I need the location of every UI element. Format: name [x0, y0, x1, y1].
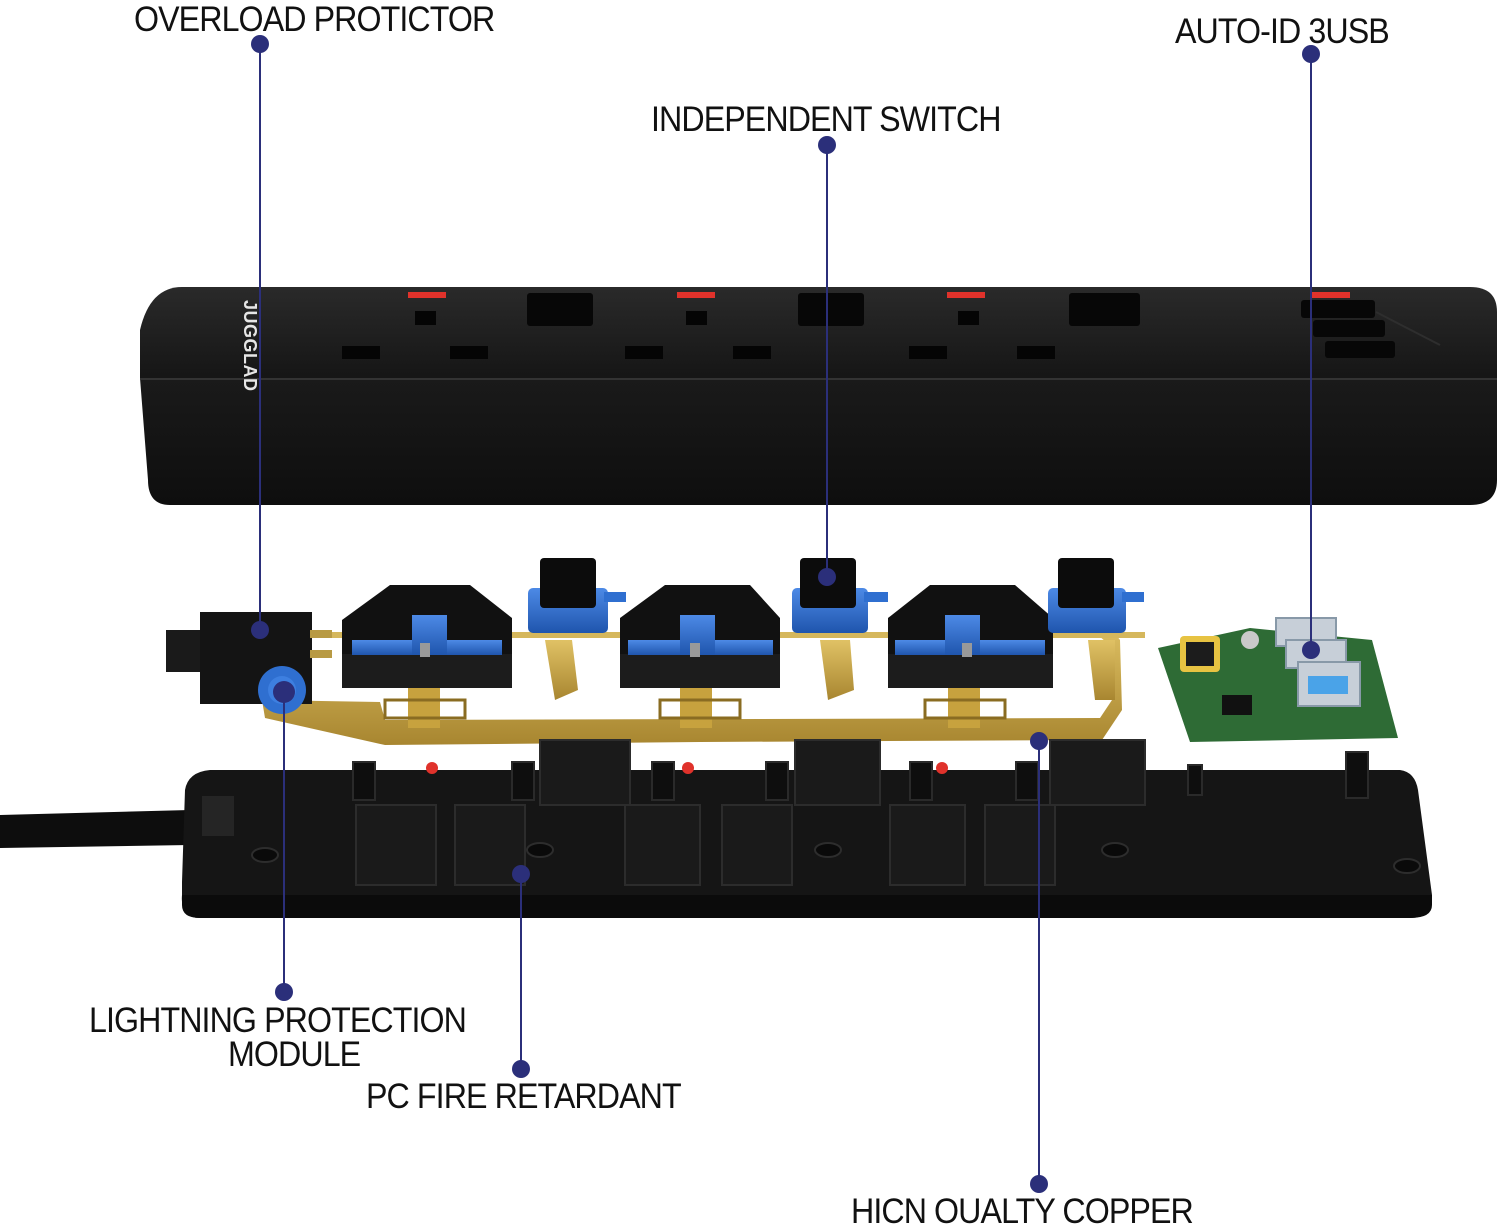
label-independent-switch: INDEPENDENT SWITCH [651, 100, 1002, 139]
leader-dots [251, 35, 1320, 1193]
leader-lines [259, 44, 1312, 1184]
label-auto-id-usb: AUTO-ID 3USB [1175, 12, 1390, 51]
power-cord [0, 810, 190, 848]
switch-button [798, 293, 864, 326]
label-overload-protector: OVERLOAD PROTICTOR [134, 0, 495, 39]
bottom-base [0, 739, 1433, 918]
label-copper: HICN OUALTY COPPER [851, 1192, 1194, 1231]
indicator-light [947, 292, 985, 298]
label-pc-fire-retardant: PC FIRE RETARDANT [366, 1077, 682, 1116]
socket-3 [909, 292, 1140, 359]
socket-1 [342, 292, 593, 359]
brand-logo: JUGGLAD [240, 300, 260, 392]
usb-ports [1301, 292, 1441, 358]
top-housing [140, 287, 1497, 505]
switch-modules [528, 558, 1144, 633]
socket-2 [625, 292, 864, 359]
indicator-light [408, 292, 446, 298]
switch-button [527, 293, 593, 326]
usb-pcb [1158, 617, 1398, 742]
indicator-light [1312, 292, 1350, 298]
overload-protector-part [166, 612, 332, 704]
label-lightning-protection-line2: MODULE [228, 1035, 361, 1074]
indicator-light [677, 292, 715, 298]
socket-shutters [342, 585, 1053, 688]
label-lightning-protection-line1: LIGHTNING PROTECTION [89, 1001, 467, 1040]
switch-button [1069, 293, 1140, 326]
